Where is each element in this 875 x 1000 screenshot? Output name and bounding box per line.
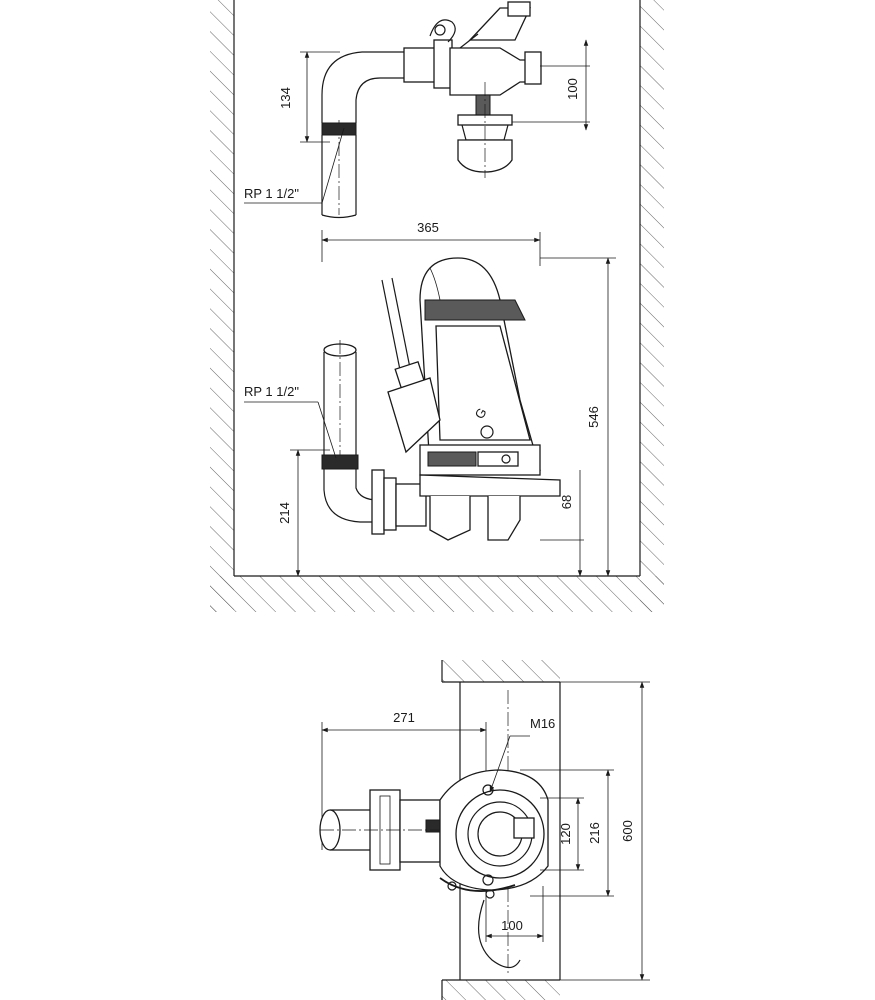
right-wall-hatch <box>640 0 664 612</box>
dim-100-plan-label: 100 <box>501 918 523 933</box>
floor-hatch <box>210 576 664 612</box>
dim-546-label: 546 <box>586 406 601 428</box>
outlet-flange-left <box>371 469 385 535</box>
dim-134-label: 134 <box>278 87 293 109</box>
pipe-thread-band <box>321 122 357 136</box>
pump-side-view: 365 G 546 <box>244 220 616 577</box>
dim-120-label: 120 <box>558 823 573 845</box>
riser-thread-band <box>321 454 359 470</box>
left-wall-hatch <box>210 0 234 612</box>
dim-600-label: 600 <box>620 820 635 842</box>
pipe-coupling <box>403 47 437 83</box>
dim-214-label: 214 <box>277 502 292 524</box>
cable-entry <box>387 377 441 454</box>
dim-68-label: 68 <box>559 495 574 509</box>
pump-plan-view: 600 271 M16 120 <box>319 660 650 1000</box>
pump-outline <box>455 789 545 879</box>
dim-271-label: 271 <box>393 710 415 725</box>
pump-foot-left <box>429 496 471 541</box>
dim-216-label: 216 <box>587 822 602 844</box>
thread-label-middle: RP 1 1/2" <box>244 384 299 399</box>
dim-100-label: 100 <box>565 78 580 100</box>
dim-365-label: 365 <box>417 220 439 235</box>
pump-foot-right <box>487 496 521 541</box>
bolt-label: M16 <box>530 716 555 731</box>
thread-label-upper: RP 1 1/2" <box>244 186 299 201</box>
upper-valve-view: 134 100 RP 1 1/2" <box>244 1 590 219</box>
